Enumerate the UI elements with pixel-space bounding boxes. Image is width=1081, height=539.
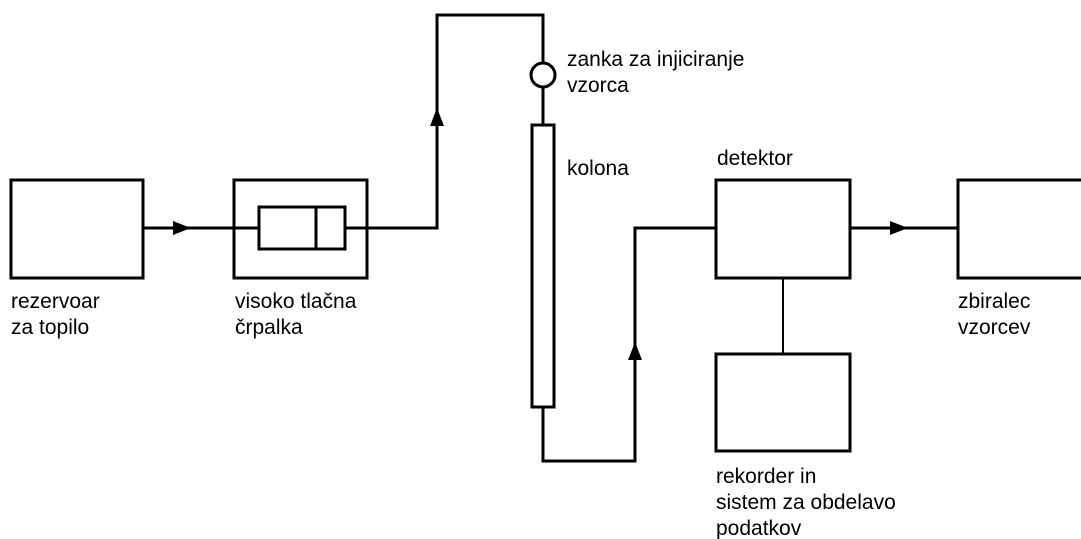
column-label: kolona bbox=[567, 157, 629, 180]
collector-label-line-1: zbiralec bbox=[958, 290, 1030, 313]
reservoir-label-line-2: za topilo bbox=[11, 316, 89, 339]
recorder-label: rekorder in sistem za obdelavo podatkov bbox=[716, 465, 902, 539]
flow-arrow-upward-column bbox=[628, 342, 642, 360]
injection-loop-symbol bbox=[529, 61, 557, 89]
flow-arrow-upward-pump bbox=[430, 108, 444, 126]
recorder-box bbox=[714, 352, 852, 453]
flow-arrow-reservoir-pump bbox=[173, 221, 191, 235]
recorder-label-line-3: podatkov bbox=[716, 517, 802, 539]
solvent-reservoir-box bbox=[9, 178, 145, 280]
detector-label: detektor bbox=[717, 147, 793, 170]
reservoir-label-line-1: rezervoar bbox=[11, 290, 100, 313]
reservoir-label: rezervoar za topilo bbox=[11, 290, 106, 339]
injection-loop-label-line-1: zanka za injiciranje bbox=[567, 48, 744, 71]
column-tube bbox=[530, 123, 556, 409]
line-pump-to-injector bbox=[367, 13, 545, 230]
sample-collector-box bbox=[956, 178, 1081, 280]
collector-label: zbiralec vzorcev bbox=[958, 290, 1036, 339]
detector-box bbox=[714, 178, 852, 280]
recorder-label-line-1: rekorder in bbox=[716, 465, 816, 488]
pump-piston-box bbox=[257, 205, 347, 251]
injection-loop-label: zanka za injiciranje vzorca bbox=[567, 48, 750, 97]
pump-label-line-2: črpalka bbox=[235, 316, 303, 339]
collector-label-line-2: vzorcev bbox=[958, 316, 1031, 339]
line-column-to-detector bbox=[541, 226, 716, 463]
injection-loop-label-line-2: vzorca bbox=[567, 74, 629, 97]
column-label-line-1: kolona bbox=[567, 157, 629, 180]
flow-arrow-detector-collector bbox=[890, 221, 908, 235]
detector-label-line-1: detektor bbox=[717, 147, 793, 170]
recorder-label-line-2: sistem za obdelavo bbox=[716, 491, 896, 514]
pump-label-line-1: visoko tlačna bbox=[235, 290, 357, 313]
pump-label: visoko tlačna črpalka bbox=[235, 290, 362, 339]
